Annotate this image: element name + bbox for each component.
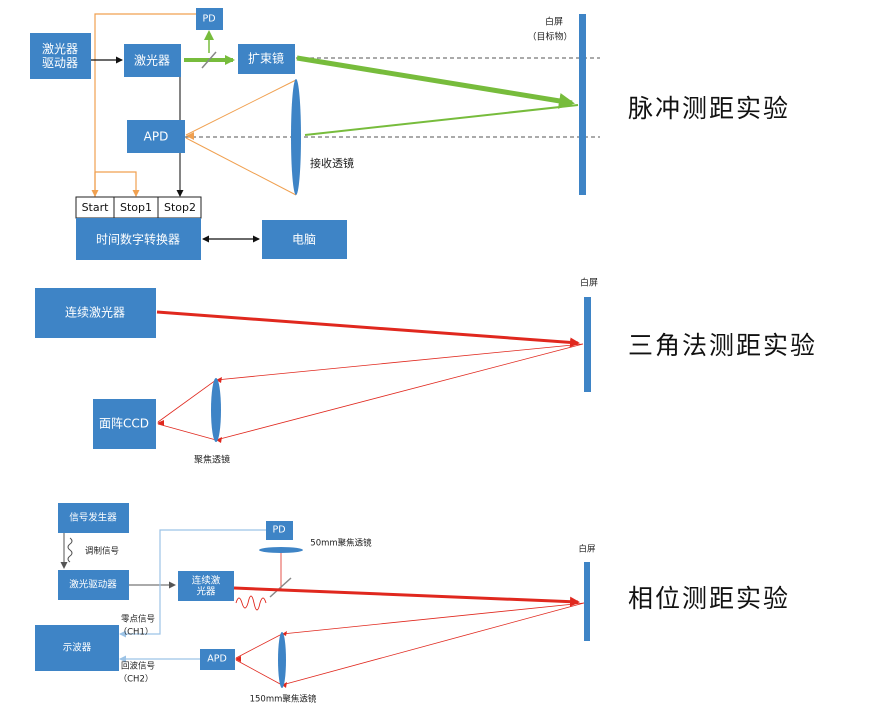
pulse-screen-sublabel: （目标物） bbox=[527, 31, 572, 43]
phase-outgoing-beam bbox=[233, 586, 580, 607]
tdc-cell-start: Start bbox=[82, 201, 110, 214]
ch1-label: （CH1） bbox=[119, 627, 154, 638]
label-line: 连续激 bbox=[192, 574, 221, 586]
phase-driver-box bbox=[58, 570, 129, 600]
computer-label: 电脑 bbox=[292, 233, 316, 247]
phase-apd-ray-bottom bbox=[235, 659, 283, 686]
tri-ray-bottom bbox=[215, 343, 584, 441]
beam-splitter bbox=[201, 51, 217, 69]
tri-ccd-ray-top bbox=[157, 379, 217, 423]
pulse-section: 接收透镜 白屏 （目标物） 激光器驱动器 激光器 PD 扩束镜 APD Star… bbox=[30, 8, 790, 260]
phase-title: 相位测距实验 bbox=[628, 584, 790, 613]
modulated-wave bbox=[235, 595, 267, 611]
tdc-label: 时间数字转换器 bbox=[96, 232, 180, 247]
phase-lens-arrow-top bbox=[282, 631, 287, 636]
signal-gen-label: 信号发生器 bbox=[69, 512, 117, 524]
stop1-wire bbox=[95, 171, 140, 197]
computer-box bbox=[262, 220, 347, 259]
pulse-trigger-wire bbox=[94, 13, 211, 197]
ch2-label: （CH2） bbox=[119, 674, 154, 685]
zero-signal-label: 零点信号 bbox=[121, 614, 155, 625]
phase-driver-label: 激光驱动器 bbox=[69, 579, 117, 591]
apd-focus-arrow bbox=[186, 132, 194, 140]
tri-ccd-ray-bottom bbox=[157, 423, 217, 441]
oscilloscope-label: 示波器 bbox=[63, 642, 92, 654]
label-line: 驱动器 bbox=[42, 56, 78, 70]
expander-box bbox=[238, 44, 295, 74]
phase-apd-ray-top bbox=[235, 633, 283, 659]
lens-50mm bbox=[259, 547, 303, 553]
phase-apd-label: APD bbox=[207, 654, 227, 665]
lens-150mm-label: 150mm聚焦透镜 bbox=[250, 694, 317, 705]
mod-signal-wave bbox=[67, 537, 73, 563]
pulse-outgoing-beam bbox=[296, 55, 575, 109]
expander-label: 扩束镜 bbox=[248, 51, 284, 66]
pulse-title: 脉冲测距实验 bbox=[628, 94, 790, 123]
phase-pd-box bbox=[266, 521, 293, 540]
apd-box bbox=[127, 120, 185, 153]
pulse-screen bbox=[579, 14, 586, 195]
tri-laser-box bbox=[35, 288, 156, 338]
tri-outgoing-beam bbox=[156, 310, 580, 348]
receive-lens-label: 接收透镜 bbox=[310, 156, 354, 170]
ccd-label: 面阵CCD bbox=[99, 417, 149, 431]
lens-150mm bbox=[278, 632, 286, 688]
pulse-screen-label: 白屏 bbox=[545, 16, 563, 28]
laser-box bbox=[124, 44, 181, 77]
apd-ray-top bbox=[185, 79, 297, 136]
pd-box bbox=[196, 8, 223, 30]
echo-signal-label: 回波信号 bbox=[121, 661, 155, 672]
tri-ray-top bbox=[215, 343, 584, 381]
tri-lens-arrow-bottom bbox=[216, 437, 222, 443]
phase-screen-label: 白屏 bbox=[578, 544, 596, 555]
cw-laser-label: 连续激光器 bbox=[192, 574, 221, 597]
tri-focus-lens bbox=[211, 378, 221, 442]
phase-ray-top bbox=[281, 602, 585, 635]
tdc-cell-stop2: Stop2 bbox=[164, 201, 196, 214]
tri-screen bbox=[584, 297, 591, 392]
tri-screen-label: 白屏 bbox=[580, 277, 598, 289]
tri-lens-arrow-top bbox=[216, 377, 222, 383]
phase-apd-box bbox=[200, 649, 235, 670]
phase-lens-arrow-bottom bbox=[282, 682, 287, 688]
laser-label: 激光器 bbox=[134, 54, 170, 68]
receive-lens bbox=[291, 79, 301, 195]
apd-label: APD bbox=[144, 130, 169, 144]
pd-to-scope-wire bbox=[119, 529, 266, 638]
laser-driver-box bbox=[30, 33, 91, 79]
lens-50mm-label: 50mm聚焦透镜 bbox=[310, 538, 372, 549]
label-line: 激光器 bbox=[42, 41, 78, 55]
tri-lens-label: 聚焦透镜 bbox=[194, 454, 230, 466]
tri-laser-label: 连续激光器 bbox=[65, 305, 125, 320]
pulse-return-beam bbox=[304, 104, 579, 136]
phase-ray-bottom bbox=[281, 602, 585, 686]
laser-driver-label: 激光器驱动器 bbox=[42, 41, 78, 69]
apd-ray-bottom bbox=[185, 137, 297, 196]
phase-pd-label: PD bbox=[272, 525, 285, 536]
tri-ccd-focus-arrow bbox=[157, 420, 164, 426]
phase-screen bbox=[584, 562, 590, 641]
pd-label: PD bbox=[202, 14, 215, 25]
tdc-cell-stop1: Stop1 bbox=[120, 201, 152, 214]
tri-title: 三角法测距实验 bbox=[628, 331, 817, 360]
label-line: 光器 bbox=[196, 585, 216, 597]
oscilloscope-box bbox=[35, 625, 119, 671]
cw-laser-box bbox=[178, 571, 234, 601]
triangulation-section: 白屏 聚焦透镜 连续激光器 面阵CCD 三角法测距实验 bbox=[35, 277, 817, 466]
tdc-box bbox=[76, 218, 201, 260]
signal-gen-box bbox=[58, 503, 129, 533]
ccd-box bbox=[93, 399, 156, 449]
phase-beam-splitter bbox=[269, 577, 292, 598]
phase-apd-focus-arrow bbox=[235, 656, 241, 662]
mod-signal-label: 调制信号 bbox=[85, 546, 119, 557]
phase-section: 白屏 信号发生器 调制信号 激光驱动器 连续激光器 PD 50mm聚焦透镜 bbox=[35, 503, 790, 705]
